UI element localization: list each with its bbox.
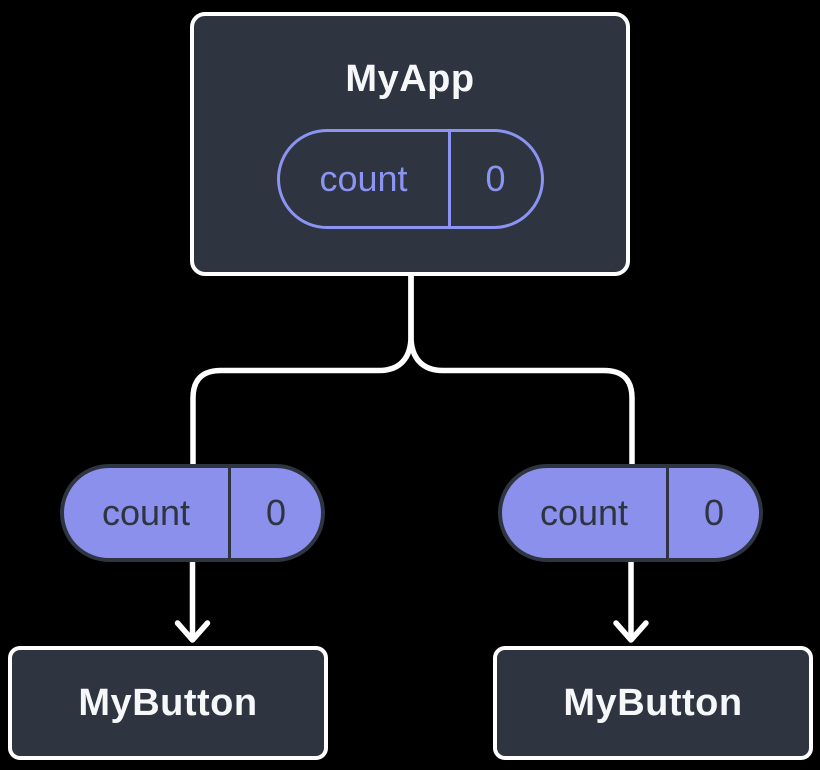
root-state-pill: count 0 bbox=[276, 129, 544, 229]
prop-pill-left: count 0 bbox=[60, 464, 325, 562]
mybutton-node-left: MyButton bbox=[8, 646, 328, 760]
arrow-down-right-icon bbox=[613, 557, 649, 643]
arrow-down-left-icon bbox=[174, 557, 211, 643]
prop-pill-right-name: count bbox=[502, 468, 669, 558]
myapp-node: MyApp count 0 bbox=[190, 12, 630, 276]
connector-branch-right bbox=[408, 271, 635, 473]
prop-pill-left-value: 0 bbox=[265, 492, 287, 533]
prop-pill-left-name: count bbox=[64, 468, 231, 558]
connector-branch-left bbox=[190, 271, 414, 473]
myapp-title: MyApp bbox=[345, 58, 475, 100]
prop-pill-right-value: 0 bbox=[703, 492, 725, 533]
root-state-name: count bbox=[280, 132, 451, 226]
mybutton-right-title: MyButton bbox=[563, 681, 743, 724]
mybutton-node-right: MyButton bbox=[493, 646, 813, 760]
root-state-value: 0 bbox=[485, 158, 506, 199]
prop-pill-right: count 0 bbox=[498, 464, 763, 562]
mybutton-left-title: MyButton bbox=[78, 681, 258, 724]
